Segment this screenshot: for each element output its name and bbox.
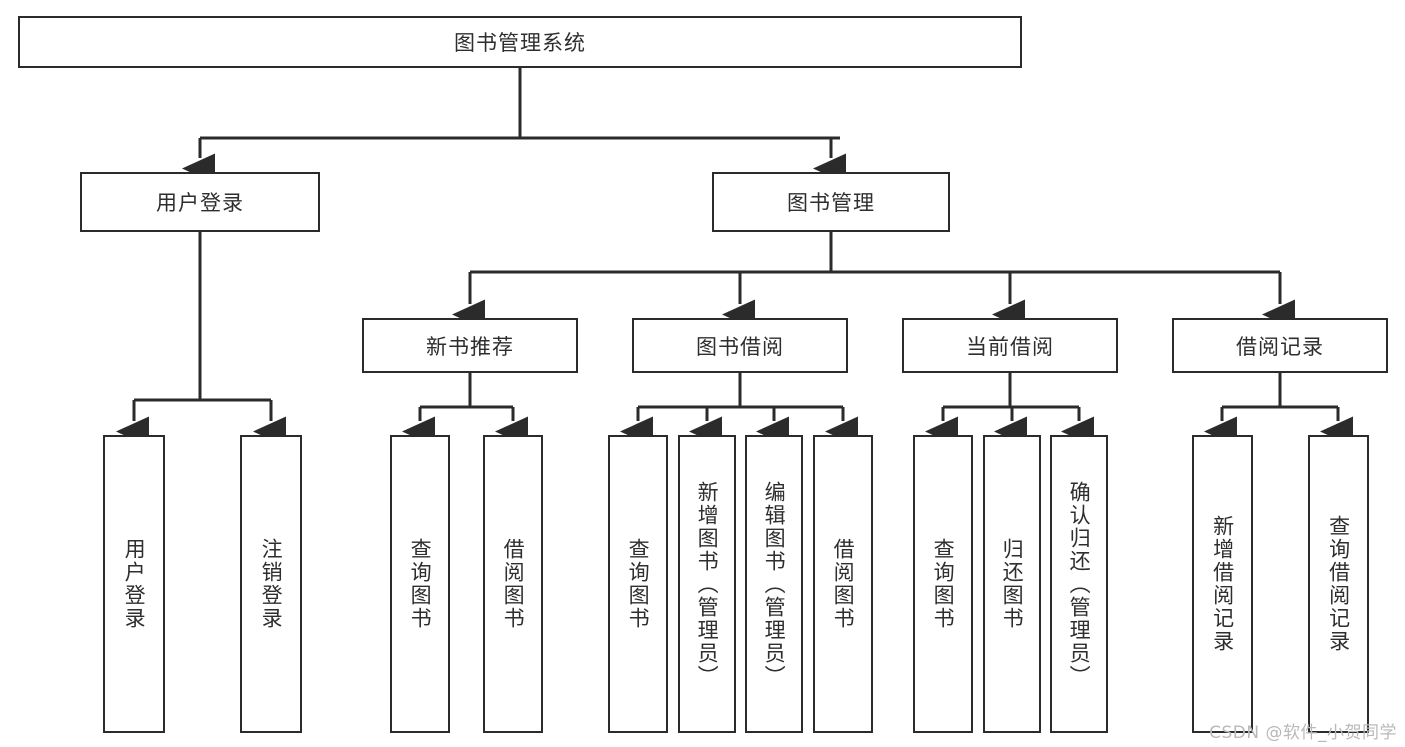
node-leaf-add-book[interactable]: 新增图书（管理员） [678,435,736,733]
node-leaf-logout[interactable]: 注销登录 [240,435,302,733]
node-leaf-query-book-3-label: 查询图书 [931,538,956,630]
node-borrow-record[interactable]: 借阅记录 [1172,318,1388,373]
node-leaf-confirm-return[interactable]: 确认归还（管理员） [1050,435,1108,733]
node-leaf-query-book-1-label: 查询图书 [408,538,433,630]
node-leaf-return-book[interactable]: 归还图书 [983,435,1041,733]
node-leaf-borrow-book-1-label: 借阅图书 [501,538,526,630]
node-leaf-query-record[interactable]: 查询借阅记录 [1308,435,1369,733]
node-leaf-edit-book[interactable]: 编辑图书（管理员） [745,435,803,733]
node-leaf-logout-label: 注销登录 [259,538,284,630]
node-leaf-query-book-2[interactable]: 查询图书 [608,435,668,733]
node-current-borrow-label: 当前借阅 [966,334,1054,359]
node-new-book-rec[interactable]: 新书推荐 [362,318,578,373]
node-leaf-borrow-book-2[interactable]: 借阅图书 [813,435,873,733]
node-leaf-borrow-book-1[interactable]: 借阅图书 [483,435,543,733]
node-book-manage-label: 图书管理 [787,191,875,215]
node-leaf-query-book-3[interactable]: 查询图书 [913,435,973,733]
node-book-borrow-label: 图书借阅 [696,334,784,359]
node-leaf-user-login[interactable]: 用户登录 [103,435,165,733]
node-current-borrow[interactable]: 当前借阅 [902,318,1118,373]
watermark-text: CSDN @软件_小贺同学 [1209,723,1397,743]
node-root[interactable]: 图书管理系统 [18,16,1022,68]
node-leaf-add-record[interactable]: 新增借阅记录 [1192,435,1253,733]
node-leaf-add-record-label: 新增借阅记录 [1210,515,1235,653]
node-new-book-rec-label: 新书推荐 [426,334,514,359]
node-book-borrow[interactable]: 图书借阅 [632,318,848,373]
node-user-login-label: 用户登录 [156,191,244,215]
node-leaf-confirm-return-label: 确认归还（管理员） [1067,480,1092,688]
node-borrow-record-label: 借阅记录 [1236,334,1324,359]
node-leaf-query-book-1[interactable]: 查询图书 [390,435,450,733]
node-leaf-query-book-2-label: 查询图书 [626,538,651,630]
node-leaf-borrow-book-2-label: 借阅图书 [831,538,856,630]
node-leaf-edit-book-label: 编辑图书（管理员） [762,480,787,688]
node-user-login[interactable]: 用户登录 [80,172,320,232]
node-book-manage[interactable]: 图书管理 [712,172,950,232]
node-leaf-user-login-label: 用户登录 [122,538,147,630]
node-leaf-return-book-label: 归还图书 [1000,538,1025,630]
node-root-label: 图书管理系统 [454,31,586,55]
node-leaf-add-book-label: 新增图书（管理员） [695,480,720,688]
node-leaf-query-record-label: 查询借阅记录 [1326,515,1351,653]
